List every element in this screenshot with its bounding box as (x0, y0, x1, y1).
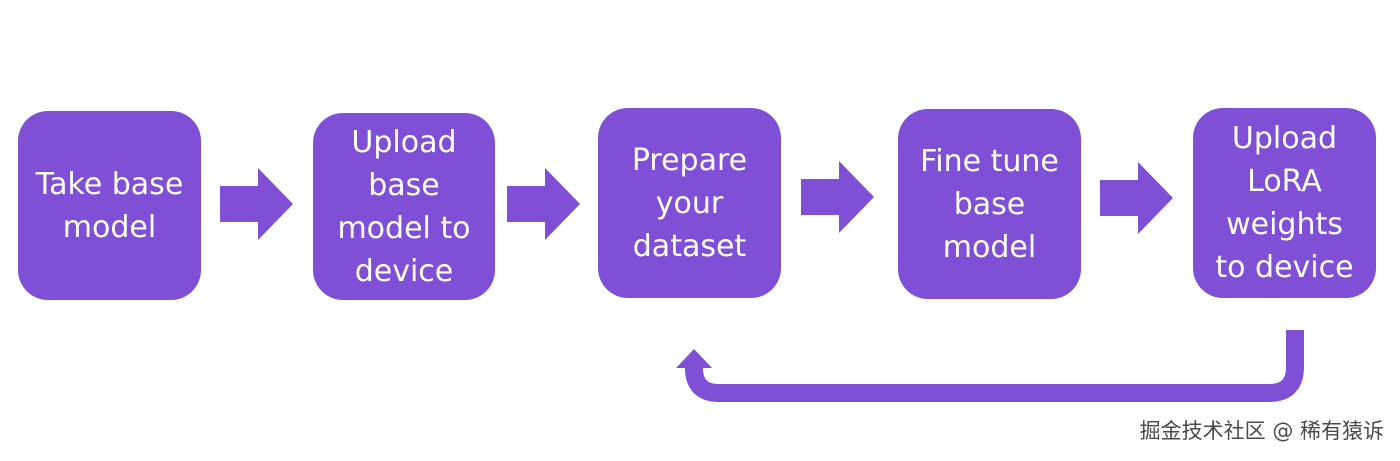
step-upload-lora-weights: Upload LoRA weights to device (1193, 108, 1376, 298)
arrow-step2-to-step3 (507, 168, 580, 240)
step-prepare-dataset: Prepare your dataset (598, 108, 781, 298)
step-label: Upload base model to device (337, 124, 471, 289)
step-take-base-model: Take base model (18, 111, 201, 300)
step-upload-base-model: Upload base model to device (313, 113, 495, 300)
step-label: Fine tune base model (920, 143, 1059, 265)
step-fine-tune: Fine tune base model (898, 109, 1081, 299)
step-label: Prepare your dataset (631, 142, 748, 264)
loop-back-connector (685, 330, 1304, 402)
arrow-step1-to-step2 (220, 168, 293, 240)
loop-back-arrowhead (676, 349, 712, 368)
step-label: Take base model (35, 166, 184, 245)
step-label: Upload LoRA weights to device (1215, 121, 1354, 285)
watermark: 掘金技术社区 @ 稀有猿诉 (1139, 419, 1384, 443)
arrow-step3-to-step4 (801, 161, 874, 233)
arrow-step4-to-step5 (1100, 162, 1173, 234)
